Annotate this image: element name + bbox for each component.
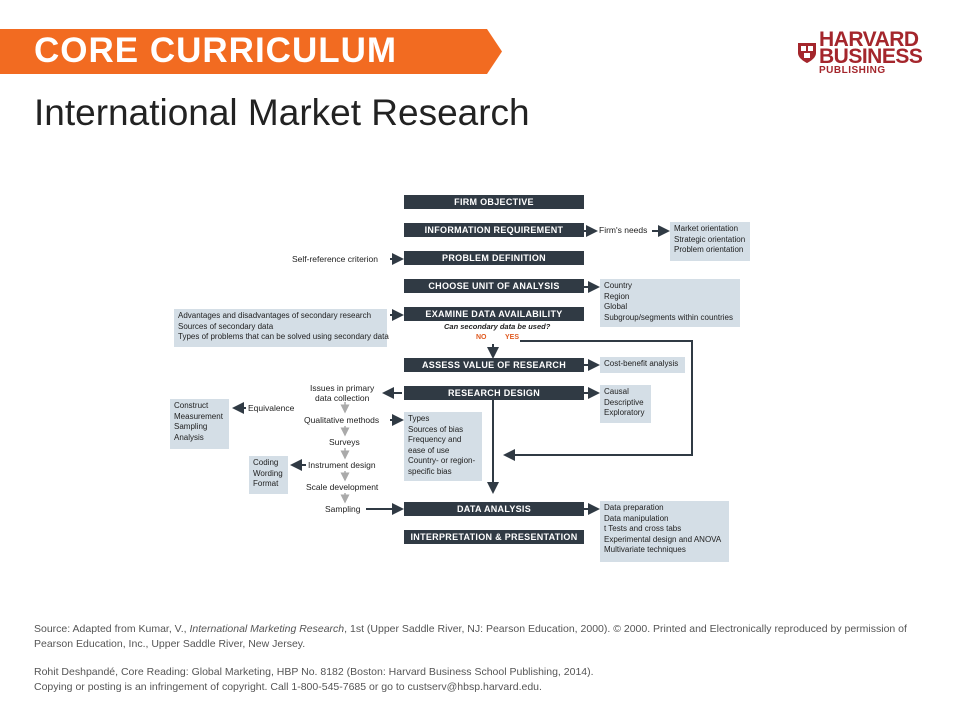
firms-needs-box: Market orientation Strategic orientation… — [670, 222, 750, 261]
step-assess-value-of-research: ASSESS VALUE OF RESEARCH — [404, 358, 584, 372]
source-note: Source: Adapted from Kumar, V., Internat… — [34, 622, 914, 652]
list-item: Format — [253, 479, 279, 488]
list-item: specific bias — [408, 466, 452, 476]
step-research-design: RESEARCH DESIGN — [404, 386, 584, 400]
list-item: Analysis — [174, 432, 204, 442]
source-post: , 1st (Upper Saddle River, NJ: Pearson E… — [34, 623, 907, 650]
source-label: Source: — [34, 623, 71, 635]
decision-yes: YES — [505, 334, 520, 341]
list-item: Country- or region- — [408, 456, 476, 465]
scale-development-label: Scale development — [306, 482, 379, 492]
list-item: Wording — [253, 468, 283, 478]
step-data-analysis: DATA ANALYSIS — [404, 502, 584, 516]
copyright-notice: Copying or posting is an infringement of… — [34, 681, 542, 693]
equivalence-box: Construct Measurement Sampling Analysis — [170, 399, 229, 449]
sampling-label: Sampling — [325, 504, 361, 514]
instrument-design-box: Coding Wording Format — [249, 456, 288, 494]
step-interpretation-presentation: INTERPRETATION & PRESENTATION — [404, 530, 584, 544]
qualitative-methods-box: Types Sources of bias Frequency and ease… — [404, 412, 482, 481]
list-item: Descriptive — [604, 397, 644, 407]
citation-block: Rohit Deshpandé, Core Reading: Global Ma… — [34, 665, 594, 695]
list-item: Frequency and — [408, 435, 462, 444]
list-item: Sources of bias — [408, 424, 464, 434]
step-firm-objective: FIRM OBJECTIVE — [404, 195, 584, 209]
list-item: Problem orientation — [674, 245, 744, 254]
list-item: Data manipulation — [604, 513, 669, 523]
logo-line-3: PUBLISHING — [819, 65, 886, 76]
citation: Rohit Deshpandé, Core Reading: Global Ma… — [34, 666, 594, 678]
list-item: Experimental design and ANOVA — [604, 534, 722, 544]
list-item: Causal — [604, 387, 629, 396]
list-item: Construct — [174, 401, 209, 410]
secondary-research-box: Advantages and disadvantages of secondar… — [174, 309, 389, 347]
issues-primary-line2: data collection — [315, 393, 370, 403]
harvard-business-publishing-logo: HARVARD BUSINESS PUBLISHING — [797, 28, 937, 76]
step-information-requirement: INFORMATION REQUIREMENT — [404, 223, 584, 237]
list-item: Data preparation — [604, 503, 664, 512]
list-item: Types — [408, 414, 430, 423]
issues-primary-line1: Issues in primary — [310, 383, 375, 393]
banner-text: CORE CURRICULUM — [34, 31, 398, 70]
cost-benefit-label: Cost-benefit analysis — [604, 359, 679, 368]
list-item: Types of problems that can be solved usi… — [178, 332, 389, 341]
research-design-box: Causal Descriptive Exploratory — [600, 385, 651, 423]
core-curriculum-banner — [0, 29, 502, 74]
step-choose-unit-of-analysis: CHOOSE UNIT OF ANALYSIS — [404, 279, 584, 293]
self-reference-criterion-label: Self-reference criterion — [292, 254, 378, 264]
list-item: Multivariate techniques — [604, 545, 686, 554]
step-problem-definition: PROBLEM DEFINITION — [404, 251, 584, 265]
data-analysis-box: Data preparation Data manipulation t Tes… — [600, 501, 729, 562]
shield-icon — [798, 43, 816, 63]
list-item: Coding — [253, 458, 279, 467]
surveys-label: Surveys — [329, 437, 360, 447]
firms-needs-label: Firm's needs — [599, 225, 648, 235]
list-item: Market orientation — [674, 224, 739, 233]
qualitative-methods-label: Qualitative methods — [304, 415, 380, 425]
source-book-title: International Marketing Research — [189, 623, 345, 635]
list-item: Exploratory — [604, 408, 645, 417]
cost-benefit-box: Cost-benefit analysis — [600, 357, 685, 373]
step-examine-data-availability: EXAMINE DATA AVAILABILITY — [404, 307, 584, 321]
list-item: t Tests and cross tabs — [604, 524, 682, 533]
secondary-data-question: Can secondary data be used? — [444, 322, 551, 331]
list-item: Country — [604, 281, 633, 290]
page-title: International Market Research — [34, 92, 530, 133]
list-item: Sampling — [174, 422, 208, 431]
list-item: Sources of secondary data — [178, 321, 274, 331]
unit-of-analysis-box: Country Region Global Subgroup/segments … — [600, 279, 740, 327]
logo-line-1: HARVARD — [819, 28, 919, 51]
decision-no: NO — [476, 334, 487, 341]
equivalence-label: Equivalence — [248, 403, 295, 413]
logo-line-2: BUSINESS — [819, 45, 923, 68]
list-item: Region — [604, 291, 630, 301]
list-item: Global — [604, 302, 628, 311]
source-pre: Adapted from Kumar, V., — [72, 623, 187, 635]
list-item: Measurement — [174, 411, 223, 421]
list-item: Strategic orientation — [674, 234, 746, 244]
list-item: Subgroup/segments within countries — [604, 312, 733, 322]
list-item: ease of use — [408, 445, 450, 455]
instrument-design-label: Instrument design — [308, 460, 376, 470]
list-item: Advantages and disadvantages of secondar… — [178, 311, 372, 320]
